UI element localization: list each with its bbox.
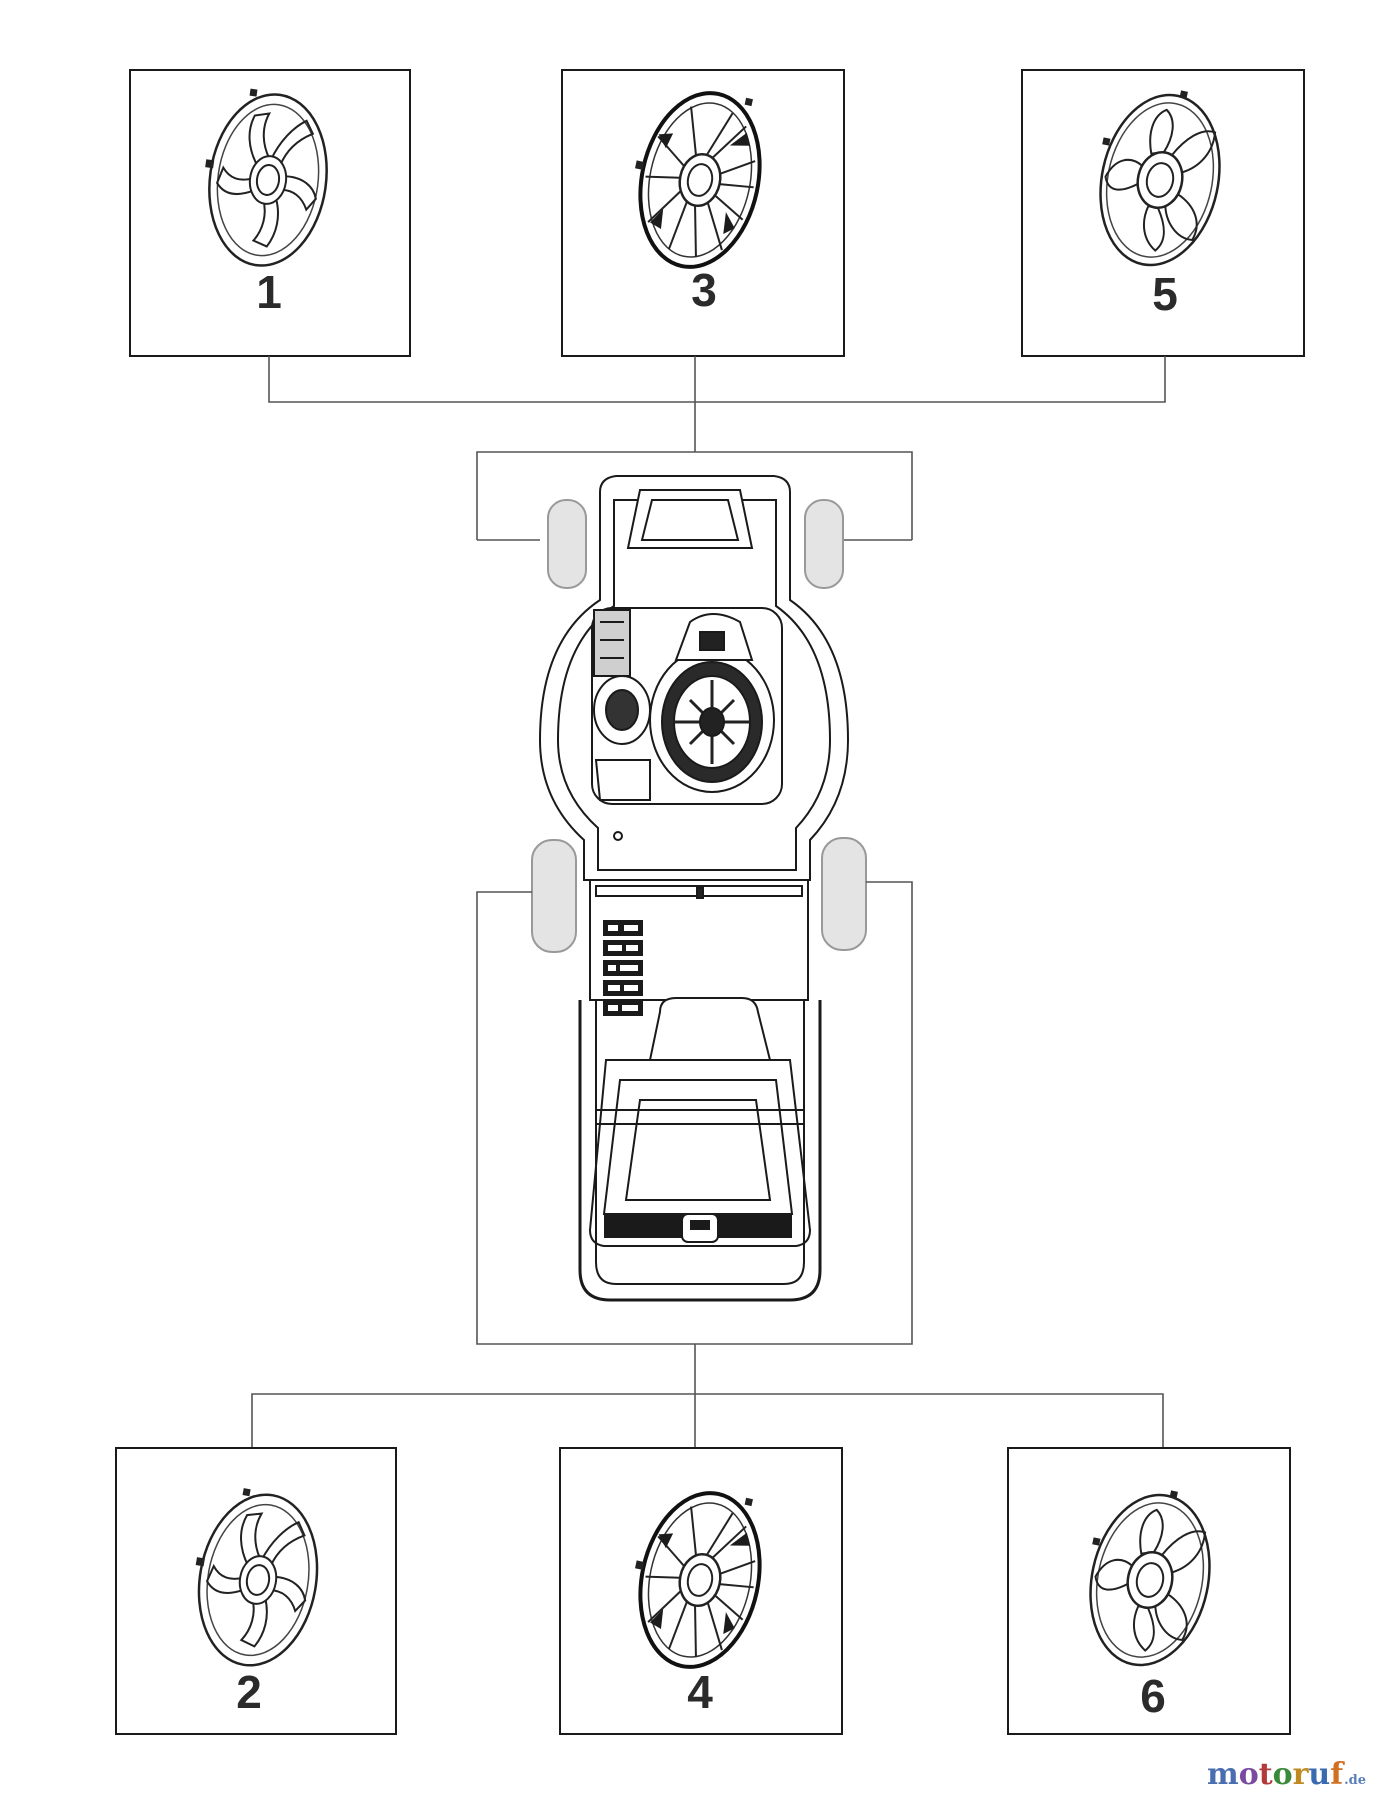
part-number-4: 4 xyxy=(687,1666,713,1718)
rear-left-wheel xyxy=(531,839,577,953)
part-box-2: 2 xyxy=(115,1447,397,1735)
watermark-letter: o xyxy=(1238,1757,1259,1792)
watermark-logo: motoruf.de xyxy=(1207,1757,1366,1792)
part-number-1: 1 xyxy=(256,266,282,318)
watermark-letter: u xyxy=(1308,1757,1331,1792)
part-box-4: 4 xyxy=(559,1447,843,1735)
warning-labels xyxy=(603,920,643,1016)
part-box-1: 1 xyxy=(129,69,411,357)
watermark-letter: r xyxy=(1292,1757,1309,1792)
part-number-2: 2 xyxy=(236,1666,262,1718)
front-right-wheel xyxy=(804,499,844,589)
watermark-letter: t xyxy=(1258,1757,1273,1792)
bottom-connectors xyxy=(251,881,1164,1448)
part-box-6: 6 xyxy=(1007,1447,1291,1735)
part-number-5: 5 xyxy=(1152,268,1178,320)
watermark-letter: f xyxy=(1330,1757,1344,1792)
part-number-3: 3 xyxy=(691,264,717,316)
lawn-mower-top-view xyxy=(531,475,867,1302)
part-number-6: 6 xyxy=(1140,1670,1166,1722)
front-left-wheel xyxy=(547,499,587,589)
watermark-suffix: .de xyxy=(1344,1773,1366,1788)
watermark-letter: m xyxy=(1206,1757,1239,1792)
top-connectors xyxy=(268,356,1166,541)
part-box-5: 5 xyxy=(1021,69,1305,357)
watermark-letter: o xyxy=(1272,1757,1293,1792)
part-box-3: 3 xyxy=(561,69,845,357)
rear-right-wheel xyxy=(821,837,867,951)
